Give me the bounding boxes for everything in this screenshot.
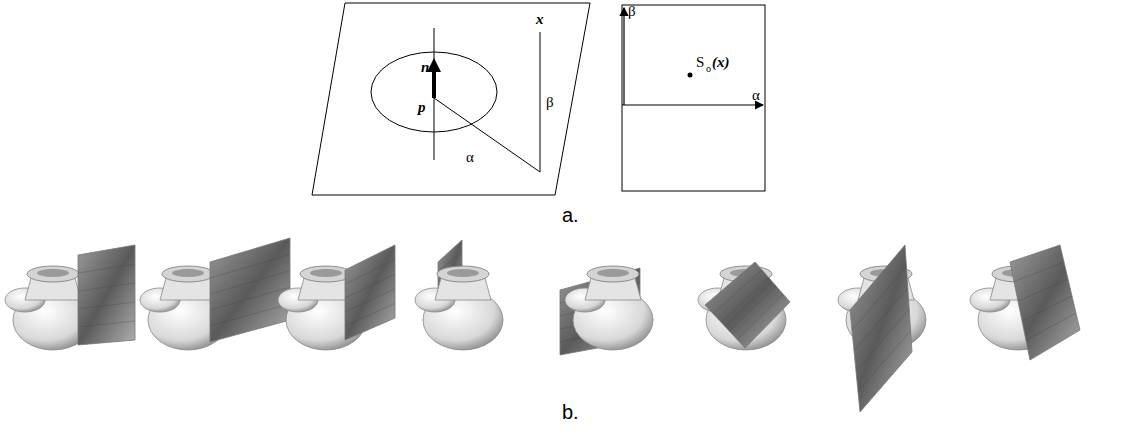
point-label: p [418,100,426,115]
texture-stroke [737,294,783,339]
point-label: x [536,12,544,27]
axis-label: α [752,88,760,103]
texture-stroke [78,264,135,273]
axis-label: β [546,95,554,110]
spin-point-label: S [696,55,704,70]
spin-image-plane [1010,245,1080,360]
texture-stroke [854,288,908,351]
vessel-rim [162,266,214,282]
spin-point-label: (x) [712,55,730,70]
vessel-opening [172,269,204,277]
mesh-object [560,266,653,355]
mesh-object [970,245,1080,360]
vessel-opening [447,269,479,277]
mesh-object [838,245,926,412]
spin-image-plane [705,262,790,348]
normal-vector-label: n [421,60,429,75]
texture-stroke [78,302,135,309]
texture-stroke [210,304,290,326]
texture-stroke [1026,313,1076,340]
axis-label: β [628,4,636,19]
vessel-opening [37,269,69,277]
texture-stroke [78,283,135,291]
texture-stroke [345,274,395,298]
mesh-object [278,245,395,350]
axis-label: α [466,150,474,165]
vessel-opening [597,269,629,277]
texture-stroke [858,331,911,392]
subscript-label: o [706,64,711,74]
mesh-object [140,238,290,350]
texture-stroke [78,321,135,327]
mesh-object [5,245,135,350]
texture-stroke [1014,262,1064,282]
panel-label: a. [562,205,579,225]
spin-image-plane [210,238,290,342]
spin-image-plane [78,245,135,345]
panel-label: b. [562,402,579,422]
texture-stroke [1018,279,1068,301]
mesh-object [415,240,503,350]
texture-stroke [1022,296,1072,321]
vessel-rim [437,266,489,282]
texture-stroke [852,266,906,330]
mesh-object [698,262,790,350]
vessel-rim [587,266,639,282]
vessel-rim [27,266,79,282]
spin-image-plane [345,245,395,340]
vessel-opening [310,269,342,277]
texture-stroke [345,289,395,312]
vessel-rim [300,266,352,282]
texture-stroke [345,260,395,284]
texture-stroke [345,303,395,326]
texture-stroke [856,309,909,371]
spin-image-plane [850,245,912,412]
